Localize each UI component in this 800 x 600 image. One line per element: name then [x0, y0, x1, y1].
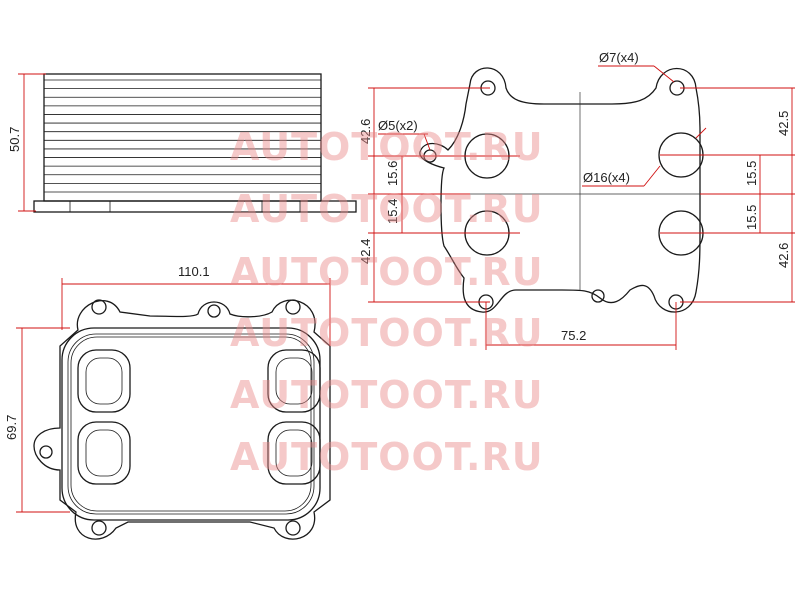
front-view-outline [33, 299, 331, 540]
callout-label: Ø5(x2) [378, 118, 418, 133]
front-view-port-inner [85, 429, 123, 477]
side-view-fins [44, 79, 321, 193]
callout-bolt-hole: Ø7(x4) [598, 50, 675, 83]
front-view-port [77, 349, 131, 413]
dimension-label: 15.5 [744, 161, 759, 186]
gasket-small-hole [591, 289, 605, 303]
front-view-bolt-hole [285, 299, 301, 315]
dimension-label: 42.4 [358, 239, 373, 264]
front-view-port [267, 349, 321, 413]
callout-small-hole: Ø5(x2) [378, 118, 431, 151]
gasket-left-dimensions: 42.6 15.6 15.4 42.4 [358, 87, 520, 303]
front-view-bolt-hole [285, 520, 301, 536]
gasket-hole-span-dimension: 75.2 [485, 302, 677, 350]
front-view-gasket-inner-2 [70, 336, 312, 512]
front-view-bolt-hole [91, 520, 107, 536]
front-view-port-inner [275, 357, 313, 405]
watermark-text: AUTOTOOT.RU [230, 311, 544, 355]
watermark-text: AUTOTOOT.RU [230, 187, 544, 231]
callout-label: Ø16(x4) [583, 170, 630, 185]
dimension-label: 15.4 [385, 199, 400, 224]
front-view-port [77, 421, 131, 485]
watermark-text: AUTOTOOT.RU [230, 435, 544, 479]
dimension-label: 15.5 [744, 205, 759, 230]
dimension-label: 42.6 [358, 119, 373, 144]
watermark-text: AUTOTOOT.RU [230, 125, 544, 169]
gasket-outline [419, 67, 701, 313]
dimension-label: 50.7 [7, 127, 22, 152]
side-view [33, 73, 357, 213]
callout-label: Ø7(x4) [599, 50, 639, 65]
front-view-small-hole [39, 445, 53, 459]
dimension-side-height: 50.7 [7, 73, 46, 212]
front-view-gasket-outer [61, 327, 321, 521]
dimension-front-height: 69.7 [4, 327, 70, 513]
front-view-port-inner [275, 429, 313, 477]
dimension-label: 15.6 [385, 161, 400, 186]
front-view [33, 299, 331, 540]
gasket-right-dimensions: 42.5 15.5 15.5 42.6 [660, 87, 795, 303]
callout-port: Ø16(x4) [582, 127, 707, 187]
dimension-label: 75.2 [561, 328, 586, 343]
dimension-label: 110.1 [178, 264, 210, 279]
front-view-port [267, 421, 321, 485]
watermark-text: AUTOTOOT.RU [230, 373, 544, 417]
watermark-layer: AUTOTOOT.RU AUTOTOOT.RU AUTOTOOT.RU AUTO… [230, 125, 544, 479]
dimension-label: 69.7 [4, 415, 19, 440]
side-view-body [43, 73, 322, 202]
dimension-label: 42.5 [776, 111, 791, 136]
watermark-text: AUTOTOOT.RU [230, 250, 544, 294]
front-view-port-inner [85, 357, 123, 405]
dimension-front-width: 110.1 [61, 264, 331, 346]
front-view-gasket-inner [67, 333, 315, 515]
front-view-bolt-hole [91, 299, 107, 315]
dimension-label: 42.6 [776, 243, 791, 268]
front-view-small-hole [207, 304, 221, 318]
